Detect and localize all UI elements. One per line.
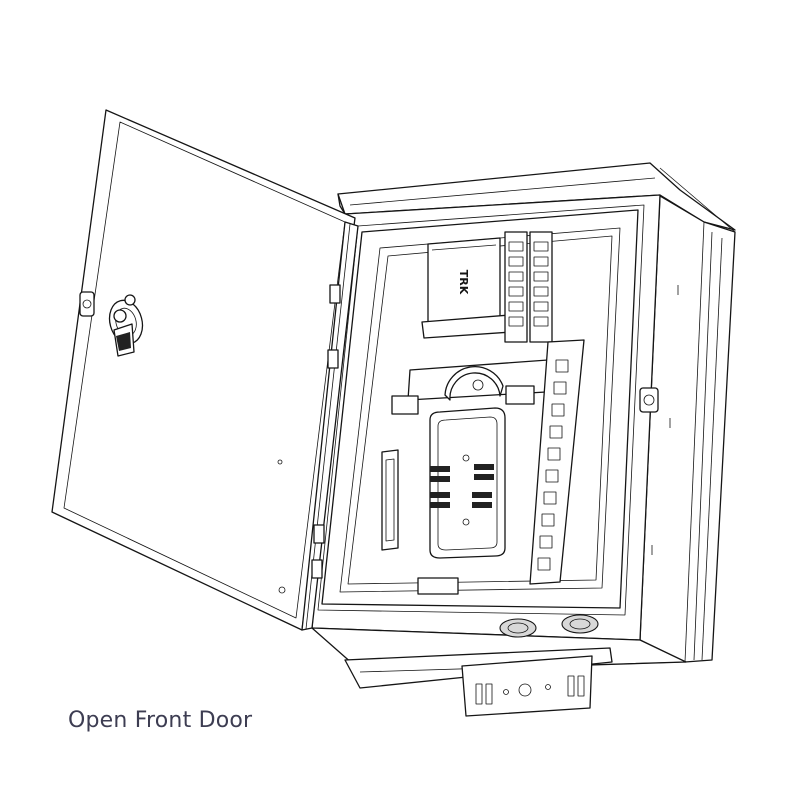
- splice-tray: [429, 407, 506, 559]
- device-label: TRK: [457, 270, 470, 295]
- cabinet-body: [311, 162, 736, 689]
- door-lock-icon: [108, 294, 144, 357]
- cable-glands: [499, 614, 599, 638]
- interior-components: TRK: [339, 227, 621, 595]
- mounting-bracket: [461, 655, 593, 717]
- terminal-blocks: [504, 231, 553, 343]
- device-module: TRK: [421, 237, 513, 339]
- front-door: [51, 109, 359, 631]
- figure-caption: Open Front Door: [68, 708, 253, 733]
- adapter-panel: [529, 339, 585, 585]
- tray-bracket: [391, 359, 549, 415]
